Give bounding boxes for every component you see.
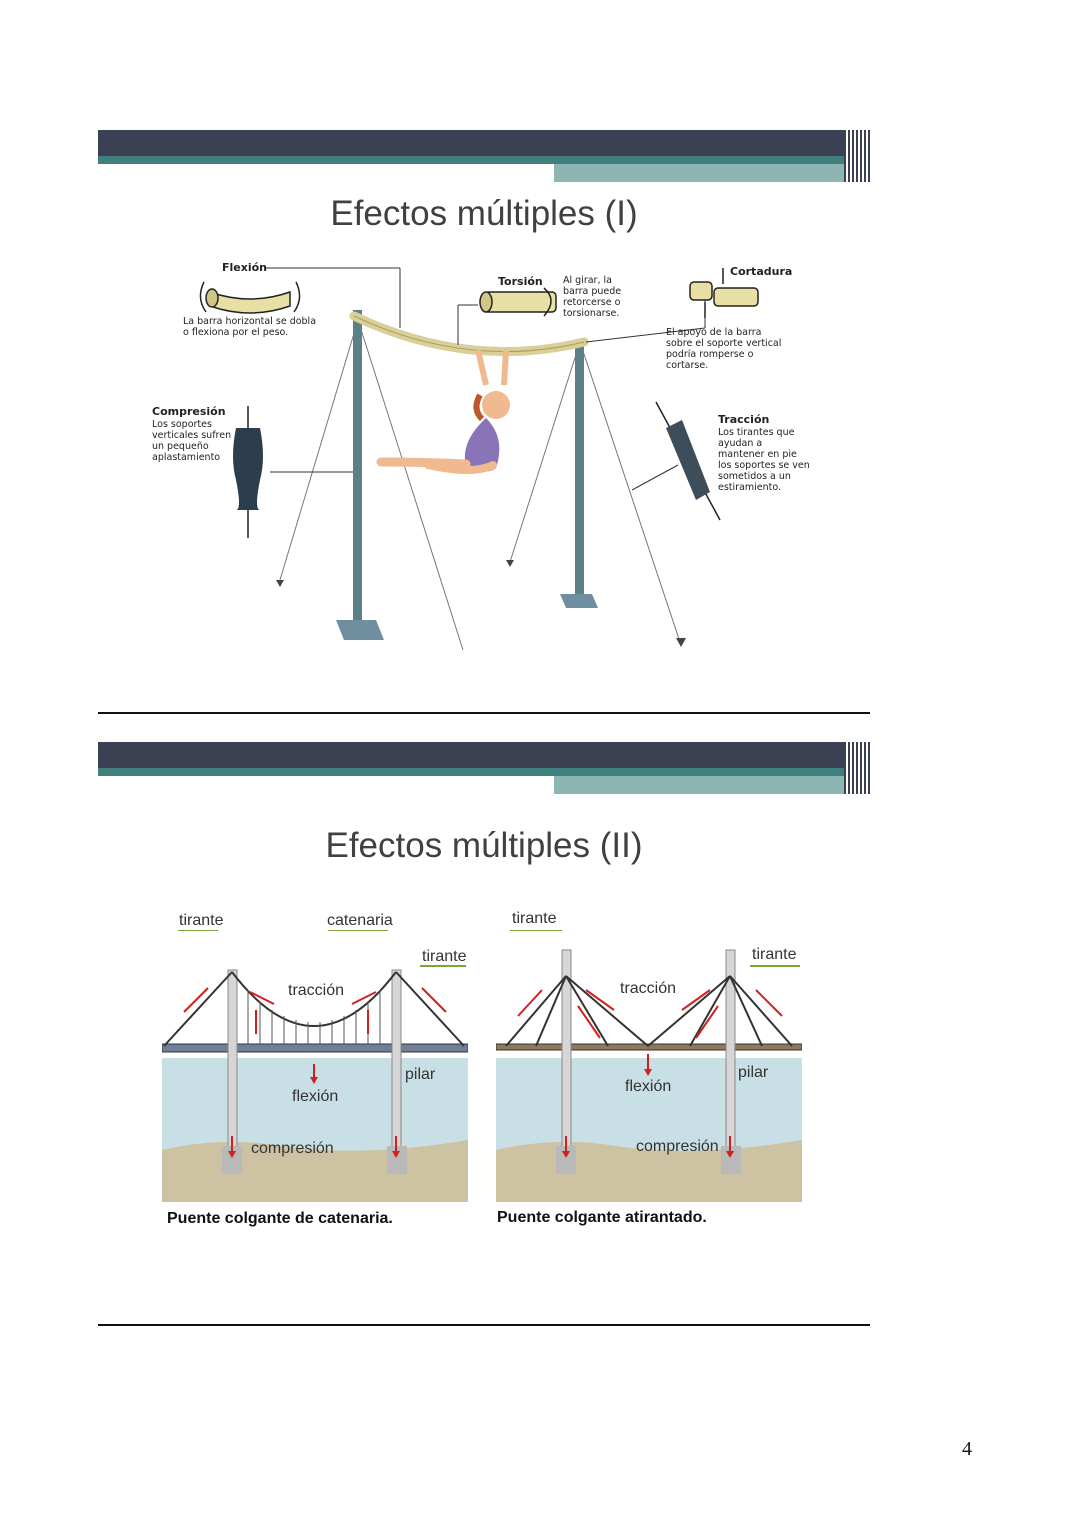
right-compresion-label: compresión (636, 1138, 719, 1155)
slide-2: Efectos múltiples (II) (98, 742, 870, 1327)
left-bridge-caption: Puente colgante de catenaria. (167, 1210, 393, 1227)
left-flexion-label: flexión (292, 1088, 339, 1105)
left-traccion-label: tracción (288, 982, 345, 999)
left-tirante-label: tirante (179, 912, 224, 929)
traccion-title: Tracción (718, 413, 770, 426)
compresion-text: Los soportes verticales sufren un pequeñ… (152, 419, 232, 463)
right-bridge-caption: Puente colgante atirantado. (497, 1209, 707, 1226)
right-pilar-label: pilar (738, 1064, 769, 1081)
catenary-bridge-illustration (162, 930, 468, 1202)
slide-title: Efectos múltiples (II) (325, 826, 643, 865)
torsion-title: Torsión (498, 275, 543, 288)
slide-header-band (98, 130, 870, 184)
slide-2-divider (98, 1324, 870, 1326)
left-pilar-label: pilar (405, 1066, 436, 1083)
slide-1: Efectos múltiples (I) (98, 130, 870, 715)
compresion-title: Compresión (152, 405, 226, 418)
slide-header-band (98, 742, 870, 796)
flexion-title: Flexión (222, 261, 267, 274)
cable-stayed-bridge-illustration (496, 930, 802, 1202)
right-tirante-label: tirante (512, 910, 557, 927)
page-number: 4 (962, 1438, 972, 1460)
traccion-text: Los tirantes que ayudan a mantener en pi… (718, 427, 810, 493)
cortadura-text: El apoyo de la barra sobre el soporte ve… (666, 327, 782, 371)
cortadura-title: Cortadura (730, 265, 793, 278)
right-tirante-right-label: tirante (752, 946, 797, 963)
right-traccion-label: tracción (620, 980, 677, 997)
slide-title: Efectos múltiples (I) (330, 194, 638, 233)
flexion-text: La barra horizontal se dobla o flexiona … (183, 316, 317, 338)
left-tirante-right-label: tirante (422, 948, 467, 965)
left-catenaria-label: catenaria (327, 912, 393, 929)
right-flexion-label: flexión (625, 1078, 672, 1095)
gymnast-bar-illustration (199, 267, 759, 651)
torsion-text: Al girar, la barra puede retorcerse o to… (563, 275, 622, 319)
left-compresion-label: compresión (251, 1140, 334, 1157)
slide-1-divider (98, 712, 870, 714)
